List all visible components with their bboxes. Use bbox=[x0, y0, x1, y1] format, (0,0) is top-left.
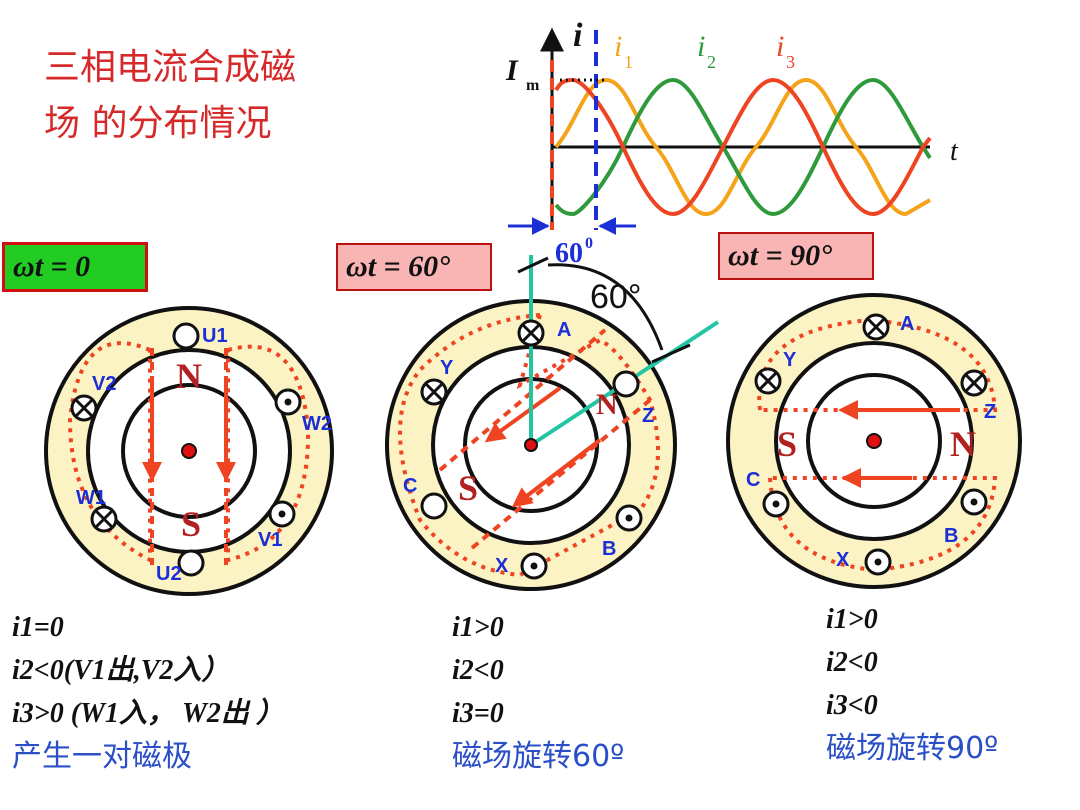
caption-t90: i1>0 i2<0 i3<0 磁场旋转90º bbox=[826, 598, 998, 770]
coil-label-v1: V1 bbox=[258, 529, 282, 551]
coil-label-b: B bbox=[944, 525, 958, 547]
coil-u1-empty bbox=[172, 322, 200, 350]
caption-t60-line3: i3=0 bbox=[452, 698, 504, 729]
angle-arc bbox=[547, 263, 664, 351]
coil-x-dot bbox=[520, 552, 548, 580]
caption-t90-line3: i3<0 bbox=[826, 690, 878, 721]
coil-c-dot bbox=[762, 490, 790, 518]
phase-shift-sup: 0 bbox=[585, 235, 593, 252]
caption-t60-line2: i2<0 bbox=[452, 655, 504, 686]
coil-b-dot bbox=[960, 488, 988, 516]
coil-a-cross bbox=[517, 319, 545, 347]
legend-i1-label: i bbox=[614, 30, 622, 63]
motor-diagram-t60: A Y Z C B X N S 60° bbox=[385, 255, 720, 591]
waveform-i1-curve bbox=[554, 77, 932, 217]
caption-t60-line1: i1>0 bbox=[452, 612, 504, 643]
flux-path-loop bbox=[398, 312, 660, 578]
rotor-center-dot bbox=[524, 438, 538, 452]
caption-t90-line2: i2<0 bbox=[826, 647, 878, 678]
title-line-1: 三相电流合成磁 bbox=[44, 47, 297, 88]
title-line-2: 场 的分布情况 bbox=[44, 103, 272, 144]
caption-t60: i1>0 i2<0 i3=0 磁场旋转60º bbox=[452, 606, 624, 778]
coil-z-empty bbox=[612, 370, 640, 398]
state-label-t60: ωt = 60° bbox=[336, 243, 492, 291]
waveform-im-subscript: m bbox=[526, 77, 540, 94]
legend-i3-subscript: 3 bbox=[786, 52, 795, 72]
caption-t0-line3: i3>0 (W1入， W2出 ） bbox=[12, 698, 284, 729]
caption-t90-summary: 磁场旋转90º bbox=[826, 731, 999, 766]
caption-t0-line2: i2<0(V1出,V2入） bbox=[12, 655, 230, 686]
coil-w1-cross bbox=[90, 505, 118, 533]
coil-y-cross bbox=[420, 378, 448, 406]
field-arrow-upper bbox=[484, 386, 562, 443]
angle-tick-start bbox=[517, 256, 549, 274]
coil-b-dot bbox=[615, 504, 643, 532]
coil-label-v2: V2 bbox=[92, 373, 116, 395]
legend-i1-subscript: 1 bbox=[624, 52, 633, 72]
field-arrow-lower bbox=[511, 438, 602, 508]
angle-tick-end bbox=[651, 343, 691, 364]
coil-label-x: X bbox=[495, 555, 509, 577]
legend-i2-label: i bbox=[697, 30, 705, 63]
waveform-i-axis-label: i bbox=[573, 17, 583, 54]
legend-i3-label: i bbox=[776, 30, 784, 63]
state-label-t90: ωt = 90° bbox=[718, 232, 874, 280]
motor-diagram-t0: U1 V2 W2 W1 V1 U2 N S bbox=[44, 306, 334, 596]
page-title: 三相电流合成磁 场 的分布情况 bbox=[44, 40, 296, 152]
waveform-i2-curve bbox=[554, 77, 932, 217]
coil-label-z: Z bbox=[642, 405, 654, 427]
coil-z-cross bbox=[960, 369, 988, 397]
rotor-center-dot bbox=[866, 433, 882, 449]
pole-north: N bbox=[176, 356, 202, 396]
coil-label-c: C bbox=[403, 475, 417, 497]
pole-north: N bbox=[596, 388, 618, 421]
rotor-center-dot bbox=[181, 443, 197, 459]
coil-v2-cross bbox=[70, 394, 98, 422]
coil-label-b: B bbox=[602, 538, 616, 560]
rotation-angle-label: 60° bbox=[590, 278, 641, 316]
coil-label-c: C bbox=[746, 469, 760, 491]
coil-y-cross bbox=[754, 367, 782, 395]
coil-v1-dot bbox=[268, 500, 296, 528]
pole-north: N bbox=[950, 424, 976, 464]
coil-c-empty bbox=[420, 492, 448, 520]
caption-t0-summary: 产生一对磁极 bbox=[12, 739, 192, 774]
coil-label-y: Y bbox=[783, 349, 797, 371]
coil-w2-dot bbox=[274, 388, 302, 416]
coil-label-z: Z bbox=[984, 401, 996, 423]
coil-a-cross bbox=[862, 313, 890, 341]
flux-lower-line bbox=[470, 398, 652, 550]
waveform-t-axis-label: t bbox=[950, 136, 959, 167]
coil-label-y: Y bbox=[440, 357, 454, 379]
coil-label-u1: U1 bbox=[202, 325, 228, 347]
coil-label-a: A bbox=[900, 313, 914, 335]
coil-label-w2: W2 bbox=[302, 413, 332, 435]
caption-t0: i1=0 i2<0(V1出,V2入） i3>0 (W1入， W2出 ） 产生一对… bbox=[12, 606, 284, 778]
pole-south: S bbox=[777, 424, 797, 464]
coil-x-dot bbox=[864, 548, 892, 576]
legend-i2-subscript: 2 bbox=[707, 52, 716, 72]
coil-label-w1: W1 bbox=[76, 487, 106, 509]
coil-u2-empty bbox=[177, 549, 205, 577]
flux-path-loop bbox=[67, 341, 311, 564]
waveform-im-label: I bbox=[505, 54, 519, 87]
motor-diagram-t90: A Y Z C B X N S bbox=[726, 293, 1022, 589]
state-label-t0: ωt = 0 bbox=[2, 242, 148, 292]
pole-south: S bbox=[181, 504, 201, 544]
caption-t90-line1: i1>0 bbox=[826, 604, 878, 635]
coil-label-a: A bbox=[557, 319, 571, 341]
caption-t60-summary: 磁场旋转60º bbox=[452, 739, 625, 774]
caption-t0-line1: i1=0 bbox=[12, 612, 64, 643]
coil-label-u2: U2 bbox=[156, 563, 182, 585]
coil-label-x: X bbox=[836, 549, 850, 571]
pole-south: S bbox=[458, 468, 478, 508]
